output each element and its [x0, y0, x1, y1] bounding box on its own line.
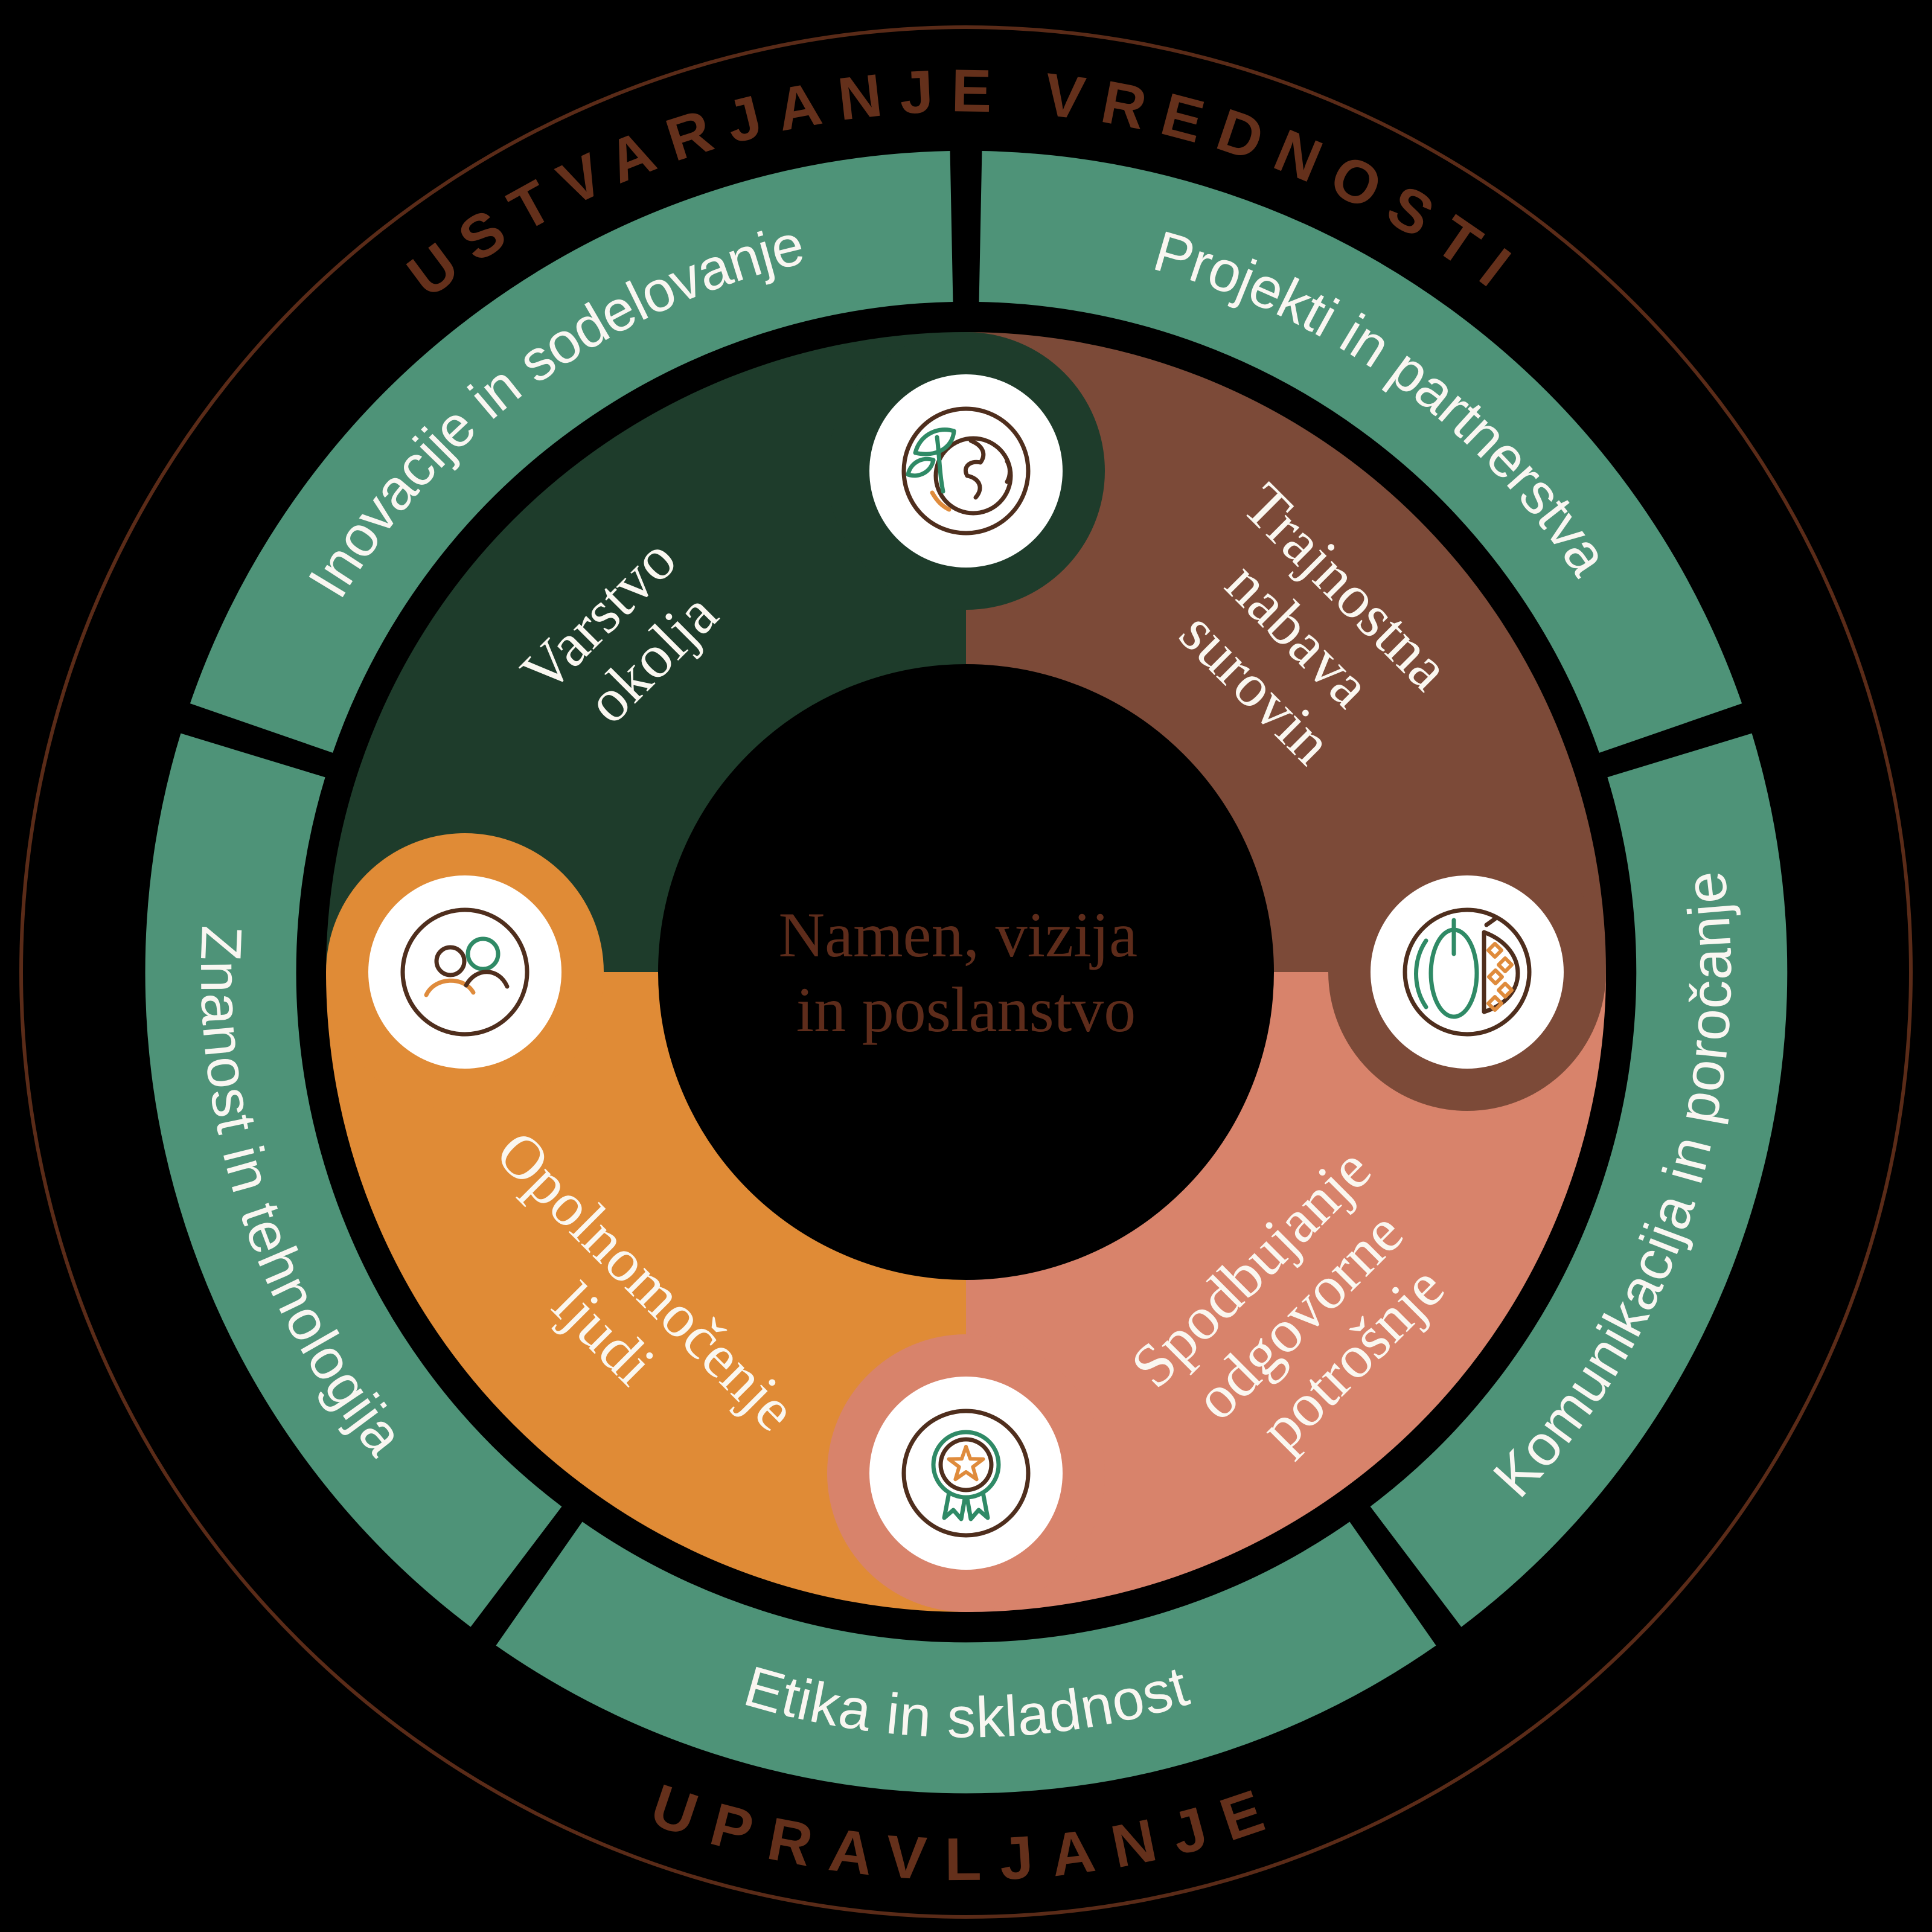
ribbon-left: [942, 1490, 967, 1521]
globe-leaf-ring: [901, 406, 1031, 536]
ring-segment-komunikacija: [1370, 733, 1788, 1627]
center-title-line1: Namen, vizija: [778, 900, 1137, 970]
rosette-brown: [938, 1437, 994, 1492]
ring-segment-inovacije: [190, 151, 953, 753]
pod-outer-curve: [1414, 938, 1428, 1009]
bean-1: [1486, 942, 1503, 959]
award-medal-icon: [869, 1377, 1063, 1570]
globe-continent: [964, 438, 986, 500]
half-pod-stem: [1484, 916, 1497, 927]
person1-head: [434, 945, 467, 977]
people-icon: [368, 875, 561, 1069]
bean-3: [1487, 968, 1504, 985]
leaf-large: [913, 427, 956, 456]
leaf-stem: [935, 435, 945, 494]
ring-segment-znanost: [145, 733, 562, 1627]
bean-4: [1497, 982, 1514, 999]
person2-head: [465, 936, 501, 971]
center-title-line2: in poslanstvo: [796, 974, 1136, 1045]
cocoa-pod-icon: [1371, 875, 1564, 1069]
outer-green-ring: [145, 151, 1788, 1794]
people-ring: [400, 907, 529, 1037]
leaf-small: [906, 456, 936, 478]
ring-segment-projekti: [979, 151, 1742, 753]
center-title: Namen, vizija in poslanstvo: [778, 900, 1153, 1045]
globe-continent-right: [1005, 459, 1012, 484]
bean-2: [1497, 956, 1514, 973]
globe-orange-accent: [930, 490, 952, 512]
award-ring: [901, 1409, 1031, 1538]
outer-circle: [19, 25, 1913, 1919]
ribbon-right: [965, 1490, 990, 1521]
person1-shoulders: [424, 978, 476, 997]
icon-circle-right: [1371, 875, 1564, 1069]
icon-circle-left: [368, 875, 561, 1069]
cocoa-ring: [1403, 907, 1532, 1037]
star: [947, 1445, 985, 1482]
bean-5: [1486, 995, 1503, 1012]
globe-leaf-icon: [869, 374, 1063, 568]
cocoa-beans: [1486, 942, 1514, 1012]
ring-segment-etika: [496, 1521, 1436, 1794]
person2-shoulders: [464, 970, 510, 989]
